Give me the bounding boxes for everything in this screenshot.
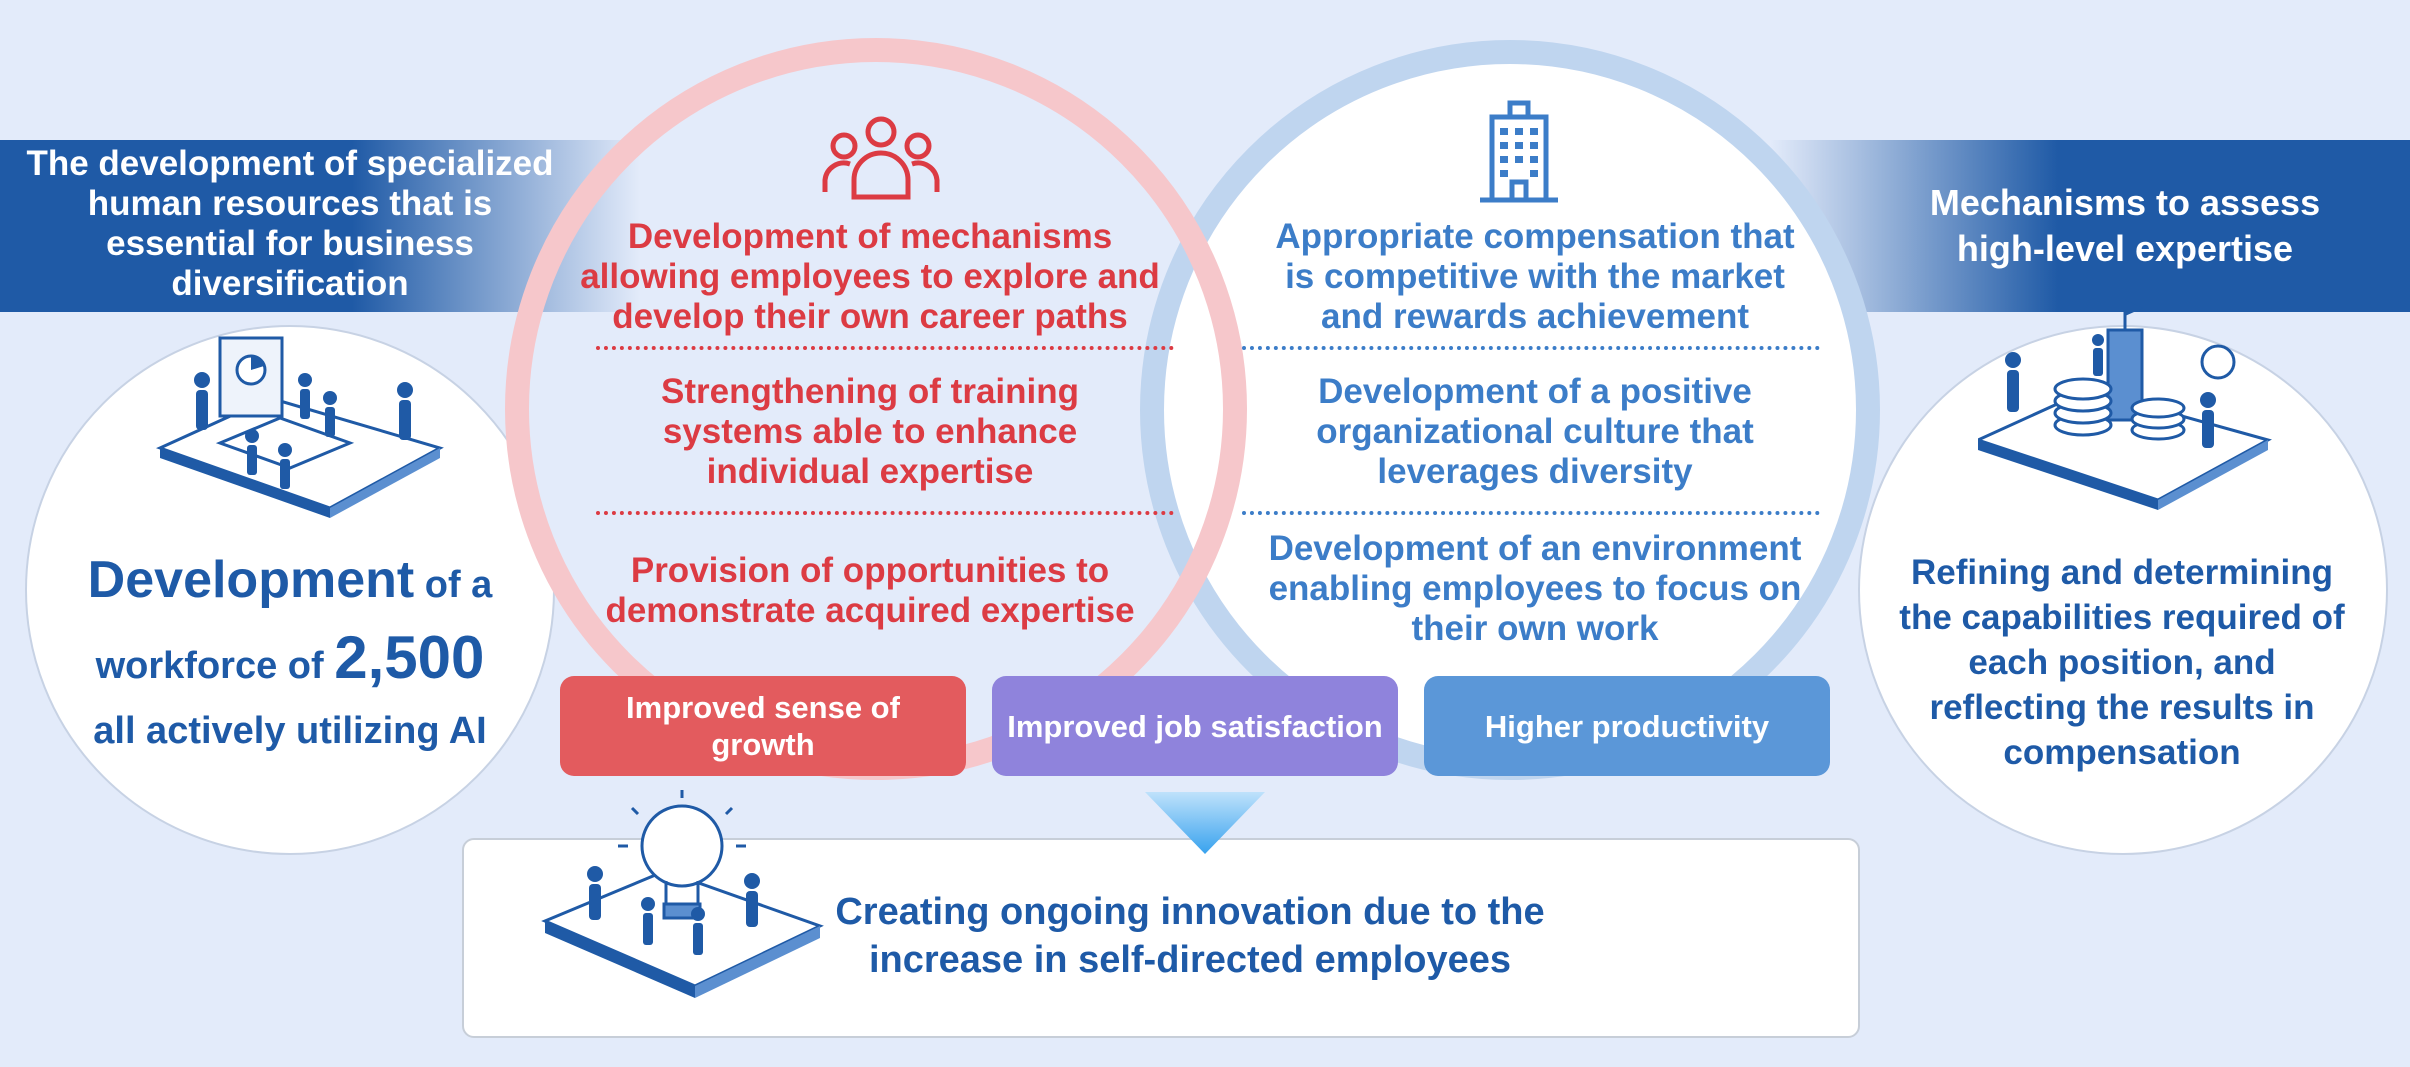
right-main-line: the capabilities required of [1899,598,2345,637]
right-main-line: each position, and [1968,643,2276,682]
outcome-productivity-pill: Higher productivity [1424,676,1830,776]
right-banner-line: Mechanisms to assess [1929,182,2321,223]
blue-divider [1242,511,1820,515]
outcome-growth-line: growth [711,727,815,762]
right-main-line: reflecting the results in [1929,688,2315,727]
left-banner-line: human resources that is [87,184,493,223]
outcome-growth-line: Improved sense of [626,690,900,725]
left-main-of-a: of a [414,564,493,606]
blue-item-line: is competitive with the market [1285,257,1785,296]
red-divider [596,511,1174,515]
left-main-word-development: Development [87,551,415,609]
lightbulb-team-illustration [541,790,824,998]
red-item-training: Strengthening of training systems able t… [540,372,1200,492]
down-arrow-icon [1145,792,1265,854]
bottom-result-line: increase in self-directed employees [868,939,1512,981]
blue-item-line: leverages diversity [1377,452,1693,491]
red-item-line: systems able to enhance [662,412,1078,451]
blue-item-line: enabling employees to focus on [1268,569,1802,608]
left-banner-text: The development of specialized human res… [0,144,580,304]
left-main-number: 2,500 [334,624,485,691]
outcome-satisfaction-label: Improved job satisfaction [1007,708,1383,744]
left-main-workforce: workforce of [95,645,335,687]
red-item-line: individual expertise [706,452,1034,491]
outcome-satisfaction-pill: Improved job satisfaction [992,676,1398,776]
red-divider [596,346,1174,350]
growth-coins-illustration [1978,300,2272,510]
red-item-line: develop their own career paths [612,297,1128,336]
left-main-line3: all actively utilizing AI [93,710,487,752]
blue-item-culture: Development of a positive organizational… [1200,372,1870,492]
blue-item-line: organizational culture that [1316,412,1754,451]
right-banner [1770,140,2410,312]
red-item-line: Provision of opportunities to [630,551,1110,590]
red-item-line: Development of mechanisms [627,217,1113,256]
blue-item-line: Development of a positive [1318,372,1752,411]
blue-item-line: their own work [1411,609,1659,648]
left-banner-line: essential for business [106,224,474,263]
blue-divider [1242,346,1820,350]
red-item-line: demonstrate acquired expertise [605,591,1135,630]
red-item-line: allowing employees to explore and [580,257,1160,296]
red-item-opportunities: Provision of opportunities to demonstrat… [540,551,1200,631]
left-banner-line: The development of specialized [26,144,554,183]
blue-item-line: Development of an environment [1268,529,1802,568]
outcome-productivity-label: Higher productivity [1484,708,1770,744]
people-group-icon [822,116,940,200]
blue-item-line: Appropriate compensation that [1275,217,1795,256]
right-banner-text: Mechanisms to assess high-level expertis… [1870,180,2380,272]
red-item-career-paths: Development of mechanisms allowing emplo… [540,217,1200,337]
right-main-text: Refining and determining the capabilitie… [1862,550,2382,775]
blue-item-environment: Development of an environment enabling e… [1200,529,1870,649]
right-main-line: compensation [2003,733,2241,772]
meeting-room-illustration [155,336,444,518]
left-banner-line: diversification [171,264,409,303]
right-banner-line: high-level expertise [1956,228,2294,269]
right-main-line: Refining and determining [1911,553,2333,592]
office-building-icon [1480,100,1558,203]
left-main-text: Development of a workforce of 2,500 all … [40,548,540,755]
red-item-line: Strengthening of training [660,372,1080,411]
outcome-growth-pill: Improved sense of growth [560,676,966,776]
bottom-result-line: Creating ongoing innovation due to the [835,891,1545,933]
blue-item-line: and rewards achievement [1321,297,1749,336]
bottom-result-text: Creating ongoing innovation due to the i… [820,888,1560,984]
blue-item-compensation: Appropriate compensation that is competi… [1200,217,1870,337]
